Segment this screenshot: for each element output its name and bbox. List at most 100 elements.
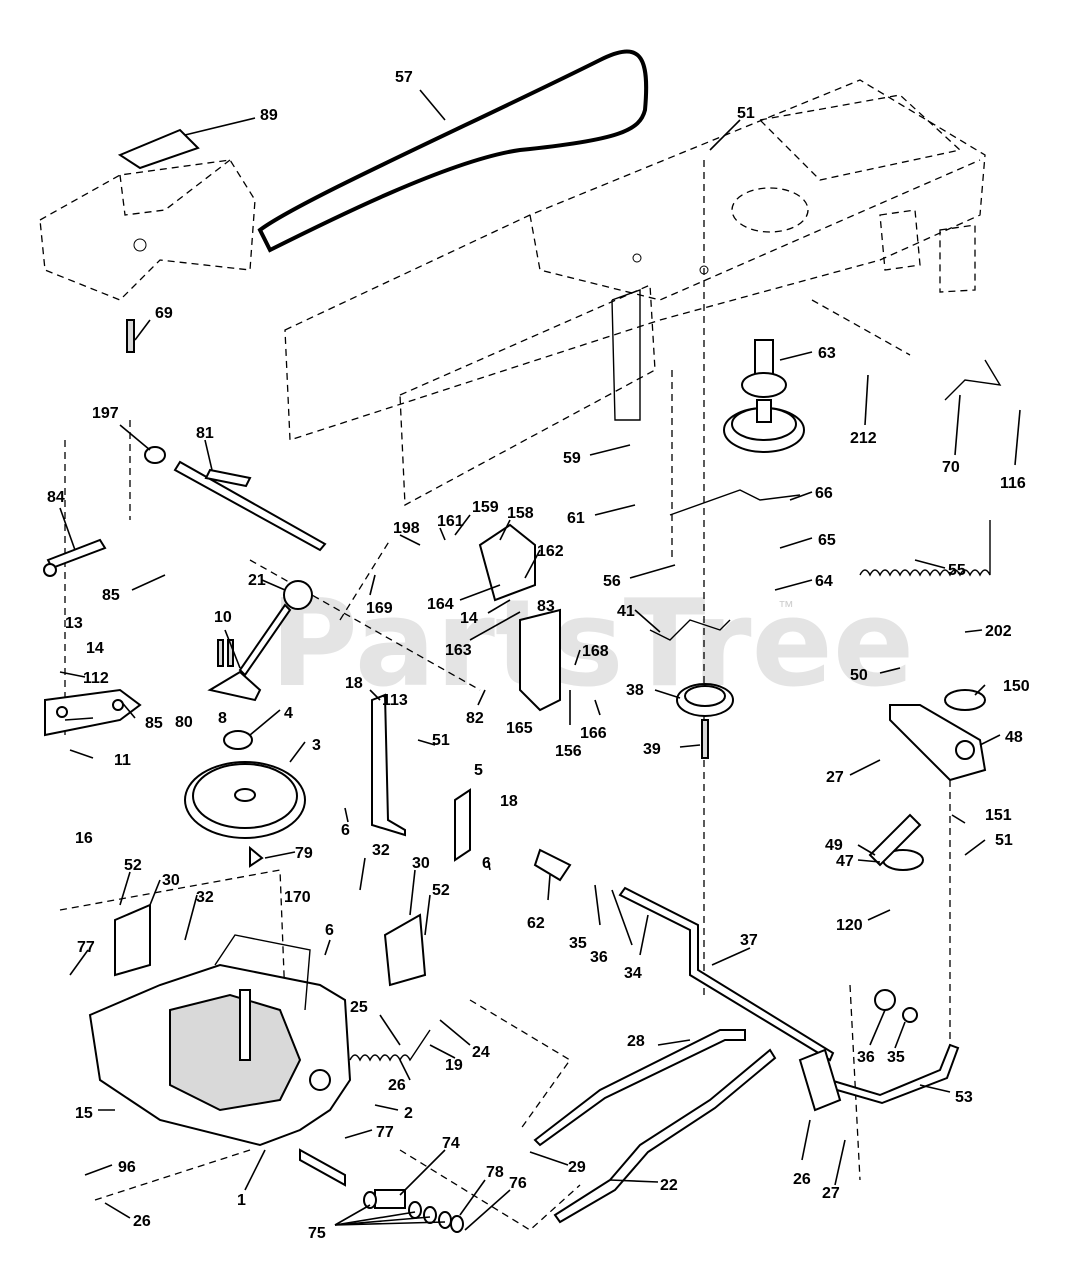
callout-156: 156	[555, 743, 582, 760]
transaxle	[88, 963, 352, 1147]
callout-89: 89	[260, 107, 278, 124]
callout-labels: 57 89 51 69 63 212 70 116 197 81 59 66 8…	[47, 69, 1030, 1242]
drive-belt	[257, 49, 649, 253]
callout-165: 165	[506, 720, 533, 737]
callout-62: 62	[527, 915, 545, 932]
callout-197: 197	[92, 405, 119, 422]
bushing-150	[944, 689, 986, 711]
callout-49: 49	[825, 837, 843, 854]
callout-151: 151	[985, 807, 1012, 824]
callout-96: 96	[118, 1159, 136, 1176]
callout-77: 77	[77, 939, 95, 956]
callout-65: 65	[818, 532, 836, 549]
rod-170	[214, 934, 311, 1011]
leader-lines	[59, 89, 1021, 1231]
callout-15: 15	[75, 1105, 93, 1122]
callout-112: 112	[83, 670, 109, 687]
key-79	[249, 845, 264, 868]
callout-6c: 6	[325, 922, 334, 939]
callout-150: 150	[1003, 678, 1030, 695]
callout-77b: 77	[376, 1124, 394, 1141]
callout-14: 14	[460, 610, 478, 627]
bracket-48	[889, 704, 987, 782]
callout-56: 56	[603, 573, 621, 590]
callout-10: 10	[214, 609, 232, 626]
callout-164: 164	[427, 596, 454, 613]
callout-70: 70	[942, 459, 960, 476]
callout-27: 27	[826, 769, 844, 786]
callout-59: 59	[563, 450, 581, 467]
axle-74	[299, 1148, 346, 1187]
callout-202: 202	[985, 623, 1012, 640]
bolt-69	[126, 319, 135, 353]
callout-120: 120	[836, 917, 863, 934]
callout-162: 162	[537, 543, 564, 560]
callout-14b: 14	[86, 640, 104, 657]
chassis-frame	[39, 79, 986, 507]
callout-16: 16	[75, 830, 93, 847]
callout-53: 53	[955, 1089, 973, 1106]
clip	[117, 128, 200, 170]
callout-29: 29	[568, 1159, 586, 1176]
callout-85b: 85	[145, 715, 163, 732]
callout-85: 85	[102, 587, 120, 604]
nut-35	[902, 1007, 918, 1023]
callout-52: 52	[124, 857, 142, 874]
shaft-assembly	[144, 446, 327, 552]
callout-26: 26	[388, 1077, 406, 1094]
pin-84	[43, 538, 107, 577]
callout-84: 84	[47, 489, 65, 506]
callout-18: 18	[345, 675, 363, 692]
callout-159: 159	[472, 499, 499, 516]
callout-51c: 51	[995, 832, 1013, 849]
bracket-26	[798, 1048, 842, 1112]
rod-28	[533, 1029, 746, 1147]
callout-198: 198	[393, 520, 420, 537]
callout-47: 47	[836, 853, 854, 870]
callout-4: 4	[284, 705, 293, 722]
callout-25: 25	[350, 999, 368, 1016]
callout-2: 2	[404, 1105, 413, 1122]
callout-113: 113	[382, 692, 408, 709]
callout-51: 51	[737, 105, 755, 122]
callout-26c: 26	[133, 1213, 151, 1230]
callout-27b: 27	[822, 1185, 840, 1202]
callout-64: 64	[815, 573, 833, 590]
callout-11: 11	[114, 752, 131, 769]
callout-116: 116	[1000, 475, 1026, 492]
rod-70	[944, 359, 1002, 401]
callout-8: 8	[218, 710, 227, 727]
callout-61: 61	[567, 510, 585, 527]
callout-30: 30	[162, 872, 180, 889]
callout-158: 158	[507, 505, 534, 522]
callout-22: 22	[660, 1177, 678, 1194]
watermark-trademark: ™	[778, 599, 794, 616]
idler-38	[676, 683, 734, 759]
callout-52b: 52	[432, 882, 450, 899]
shift-lever	[207, 580, 313, 702]
rod-34	[618, 886, 835, 1062]
callout-48: 48	[1005, 729, 1023, 746]
callout-26b: 26	[793, 1171, 811, 1188]
callout-161: 161	[437, 513, 464, 530]
spring-25	[349, 1029, 431, 1062]
callout-212: 212	[850, 430, 877, 447]
callout-13: 13	[65, 615, 83, 632]
callout-76: 76	[509, 1175, 527, 1192]
callout-170: 170	[284, 889, 311, 906]
callout-36b: 36	[857, 1049, 875, 1066]
callout-169: 169	[366, 600, 393, 617]
callout-41: 41	[617, 603, 635, 620]
callout-51b: 51	[432, 732, 450, 749]
rod-66	[669, 489, 801, 516]
callout-18b: 18	[500, 793, 518, 810]
rod-53	[829, 1043, 960, 1105]
spring-59	[611, 289, 641, 421]
callout-28: 28	[627, 1033, 645, 1050]
callout-57: 57	[395, 69, 413, 86]
callout-55: 55	[948, 562, 966, 579]
spacer-74	[374, 1189, 406, 1209]
callout-21: 21	[248, 572, 266, 589]
callout-69: 69	[155, 305, 173, 322]
